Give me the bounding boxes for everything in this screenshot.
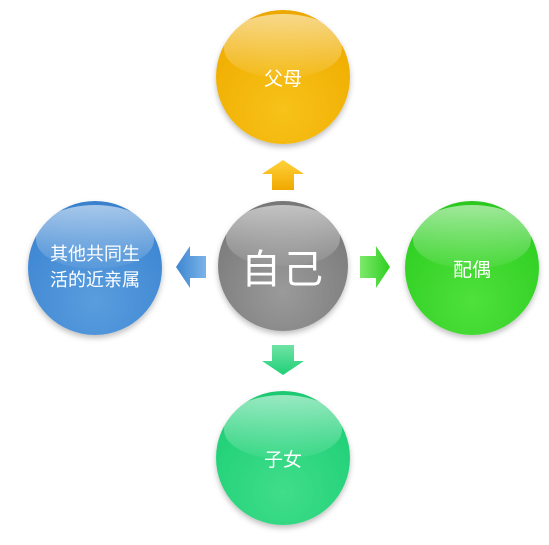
spouse-label: 配偶 bbox=[452, 258, 491, 281]
relatives-label: 其他共同生活的近亲属 bbox=[50, 244, 140, 291]
self-label: 自己 bbox=[241, 247, 325, 293]
arrow-left-icon bbox=[176, 246, 206, 288]
relatives-node: 其他共同生活的近亲属 bbox=[28, 201, 162, 335]
children-label: 子女 bbox=[263, 448, 302, 471]
children-node: 子女 bbox=[216, 391, 350, 525]
parents-label: 父母 bbox=[263, 67, 302, 90]
arrow-up-icon bbox=[262, 160, 304, 190]
parents-node: 父母 bbox=[216, 10, 350, 144]
arrow-right-icon bbox=[360, 246, 390, 288]
spouse-node: 配偶 bbox=[405, 201, 539, 335]
arrow-down-icon bbox=[262, 345, 304, 375]
self-node: 自己 bbox=[218, 201, 348, 331]
